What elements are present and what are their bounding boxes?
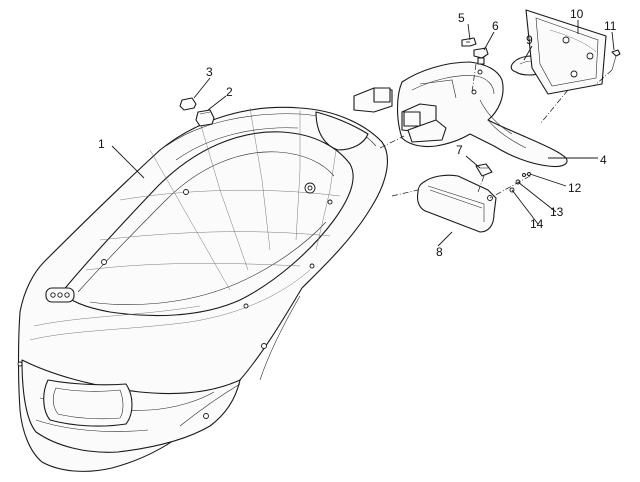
license-plate-holder-part-10 bbox=[525, 9, 607, 95]
clip-part-7 bbox=[475, 163, 493, 177]
callout-1: 1 bbox=[98, 137, 105, 151]
callout-5: 5 bbox=[458, 11, 465, 25]
assembly-axes bbox=[379, 63, 613, 199]
plug-part-3 bbox=[179, 97, 197, 111]
rubber-grommet-part-2 bbox=[195, 109, 215, 127]
callout-13: 13 bbox=[550, 205, 564, 219]
callout-11: 11 bbox=[604, 19, 617, 33]
license-plate-light-part-8 bbox=[416, 174, 497, 233]
callout-8: 8 bbox=[436, 245, 443, 259]
bolt-part-12 bbox=[521, 172, 531, 177]
callout-12: 12 bbox=[568, 181, 582, 195]
callout-10: 10 bbox=[570, 7, 584, 21]
screw-part-6 bbox=[473, 47, 489, 65]
screw-part-11 bbox=[611, 49, 621, 71]
callout-9: 9 bbox=[526, 33, 533, 47]
callout-4: 4 bbox=[600, 153, 607, 167]
screw-part-5 bbox=[461, 37, 477, 47]
rear-body-cover bbox=[17, 106, 388, 472]
callout-7: 7 bbox=[456, 143, 463, 157]
callout-2: 2 bbox=[226, 85, 233, 99]
callout-labels: 1 2 3 4 5 6 7 8 9 10 11 12 13 14 bbox=[98, 7, 617, 259]
callout-3: 3 bbox=[206, 65, 213, 79]
license-plate-bracket bbox=[353, 61, 568, 168]
callout-6: 6 bbox=[492, 19, 499, 33]
leader-lines bbox=[111, 20, 615, 247]
callout-14: 14 bbox=[530, 217, 544, 231]
